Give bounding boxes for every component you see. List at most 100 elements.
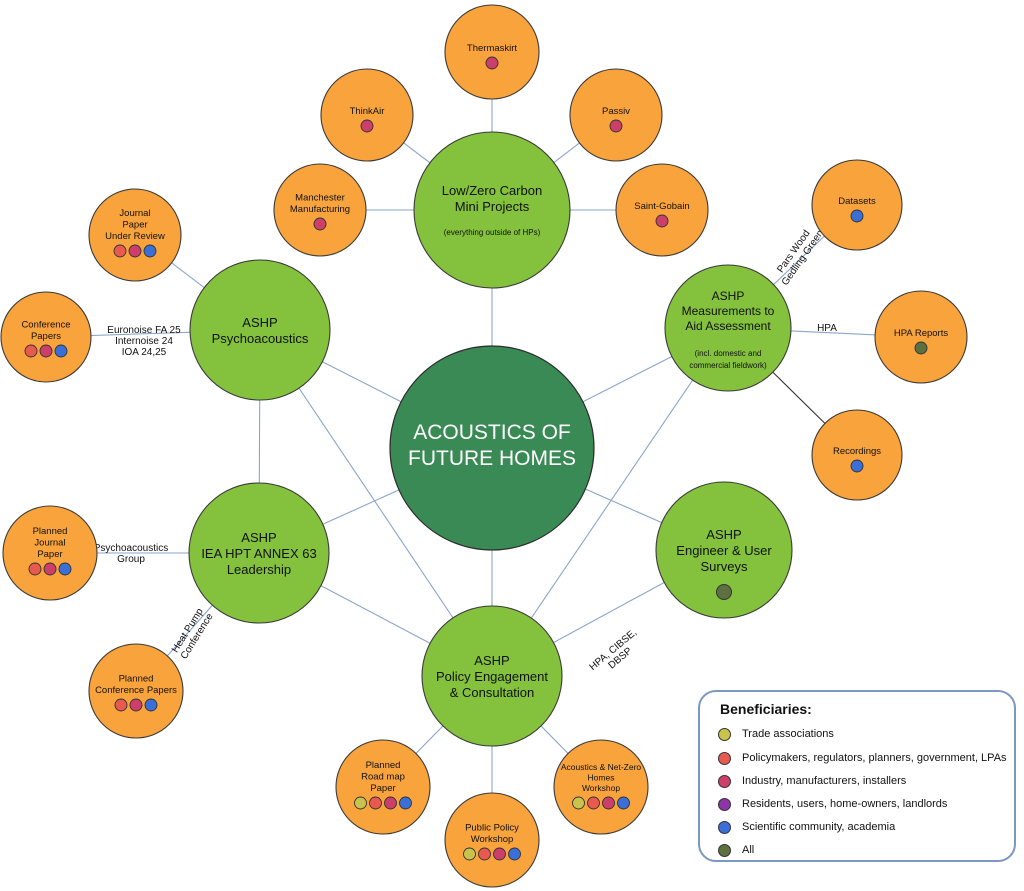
thermaskirt-label: Thermaskirt [467, 43, 518, 54]
conference-papers-label-line: Papers [31, 331, 61, 342]
edge-label-hpa: HPA [817, 323, 837, 334]
public-policy-workshop-circle [444, 792, 540, 888]
scientific-beneficiary-dot [143, 244, 157, 258]
all-beneficiary-dot [914, 341, 928, 355]
journal-paper-review-label-line: Paper [122, 220, 147, 231]
hub-iea-annex-title-line: Leadership [227, 562, 291, 577]
industry-beneficiary-dot [313, 217, 327, 231]
hub-low-zero-carbon-title-line: Low/Zero Carbon [442, 183, 542, 198]
recordings-label: Recordings [833, 446, 881, 457]
thinkair-label: ThinkAir [350, 106, 385, 117]
edge-label-planned-journal-line: Group [117, 554, 145, 565]
legend-item-residents: Residents, users, home-owners, landlords [718, 795, 947, 813]
policymakers-beneficiary-dot [28, 562, 42, 576]
recordings-circle [811, 409, 903, 501]
hub-measurements-subtitle-line: commercial fieldwork) [689, 361, 767, 370]
industry-beneficiary-dot [493, 847, 506, 861]
public-policy-workshop-label-line: Public Policy [465, 823, 519, 834]
hub-iea-annex-title-line: IEA HPT ANNEX 63 [201, 546, 316, 561]
hub-policy-title-line: ASHP [474, 653, 509, 668]
industry-beneficiary-dot [360, 119, 374, 133]
legend-item-trade: Trade associations [718, 725, 834, 743]
planned-conference-papers-label-line: Planned [119, 674, 154, 685]
hpa-reports-label-line: HPA Reports [894, 328, 948, 339]
hub-measurements-subtitle-line: (incl. domestic and [695, 349, 762, 358]
journal-paper-review-label-line: Under Review [105, 231, 165, 242]
edge-label-hpa-line: HPA [817, 323, 837, 334]
edge-label-planned-journal-line: Psychoacoustics [94, 543, 168, 554]
hub-low-zero-carbon-subtitle: (everything outside of HPs) [444, 228, 541, 237]
hub-psychoacoustics-title-line: Psychoacoustics [212, 331, 309, 346]
manchester-manufacturing-label-line: Manchester [295, 193, 345, 204]
hub-surveys-title-line: Surveys [701, 559, 748, 574]
scientific-beneficiary-dot [144, 698, 158, 712]
hub-measurements-title-line: ASHP [712, 289, 745, 303]
industry-beneficiary-dot [129, 698, 143, 712]
hub-surveys-title-line: Engineer & User [676, 543, 772, 558]
public-policy-workshop-label-line: Workshop [471, 834, 514, 845]
datasets-node: Datasets [811, 159, 903, 251]
hub-surveys-title-line: ASHP [706, 527, 741, 542]
scientific-beneficiary-dot [508, 847, 521, 861]
planned-conference-papers-label-line: Conference Papers [95, 685, 177, 696]
policymakers-beneficiary-dot [587, 796, 600, 810]
hub-low-zero-carbon-title-line: Mini Projects [455, 199, 530, 214]
policymakers-beneficiary-dot [114, 698, 128, 712]
thinkair-label-line: ThinkAir [350, 106, 385, 117]
thermaskirt-node: Thermaskirt [444, 4, 540, 100]
passiv-label: Passiv [602, 106, 630, 117]
industry-beneficiary-dot [128, 244, 142, 258]
thermaskirt-circle [444, 4, 540, 100]
scientific-beneficiary-dot [850, 209, 864, 223]
journal-paper-review-label-line: Journal [119, 208, 150, 219]
edge-label-planned-conference: Heat PumpConference [170, 605, 216, 661]
policymakers-beneficiary-dot [24, 344, 38, 358]
planned-journal-paper-label-line: Journal [34, 538, 65, 549]
hpa-reports-label: HPA Reports [894, 328, 948, 339]
industry-dot [718, 774, 731, 788]
edge-label-surveys-policy: HPA, CIBSE,DBSP [588, 627, 647, 681]
journal-paper-review-circle [88, 188, 182, 282]
trade-beneficiary-dot [463, 847, 476, 861]
industry-beneficiary-dot [609, 119, 623, 133]
scientific-beneficiary-dot [850, 459, 864, 473]
hub-policy-circle [421, 605, 563, 747]
scientific-beneficiary-dot [617, 796, 630, 810]
scientific-beneficiary-dot [58, 562, 72, 576]
planned-road-map-label-line: Planned [366, 760, 401, 771]
industry-beneficiary-dot [485, 56, 499, 70]
legend-item-scientific: Scientific community, academia [718, 818, 895, 836]
passiv-label-line: Passiv [602, 106, 630, 117]
industry-beneficiary-dot [43, 562, 57, 576]
all-beneficiary-dot [716, 584, 732, 600]
center-title-line: FUTURE HOMES [408, 447, 576, 470]
planned-road-map-label-line: Road map [361, 772, 405, 783]
center-circle [389, 345, 595, 551]
hub-measurements-title-line: Aid Assessment [685, 319, 771, 333]
hub-measurements-title-line: Measurements to [682, 304, 775, 318]
edge-label-datasets: Pars WoodGedling Green [771, 222, 826, 288]
thermaskirt-label-line: Thermaskirt [467, 43, 518, 54]
datasets-label: Datasets [838, 196, 876, 207]
scientific-dot [718, 820, 731, 834]
hub-iea-annex-circle [188, 482, 330, 624]
legend-label-residents: Residents, users, home-owners, landlords [742, 798, 948, 810]
conference-papers-circle [0, 291, 92, 383]
datasets-circle [811, 159, 903, 251]
